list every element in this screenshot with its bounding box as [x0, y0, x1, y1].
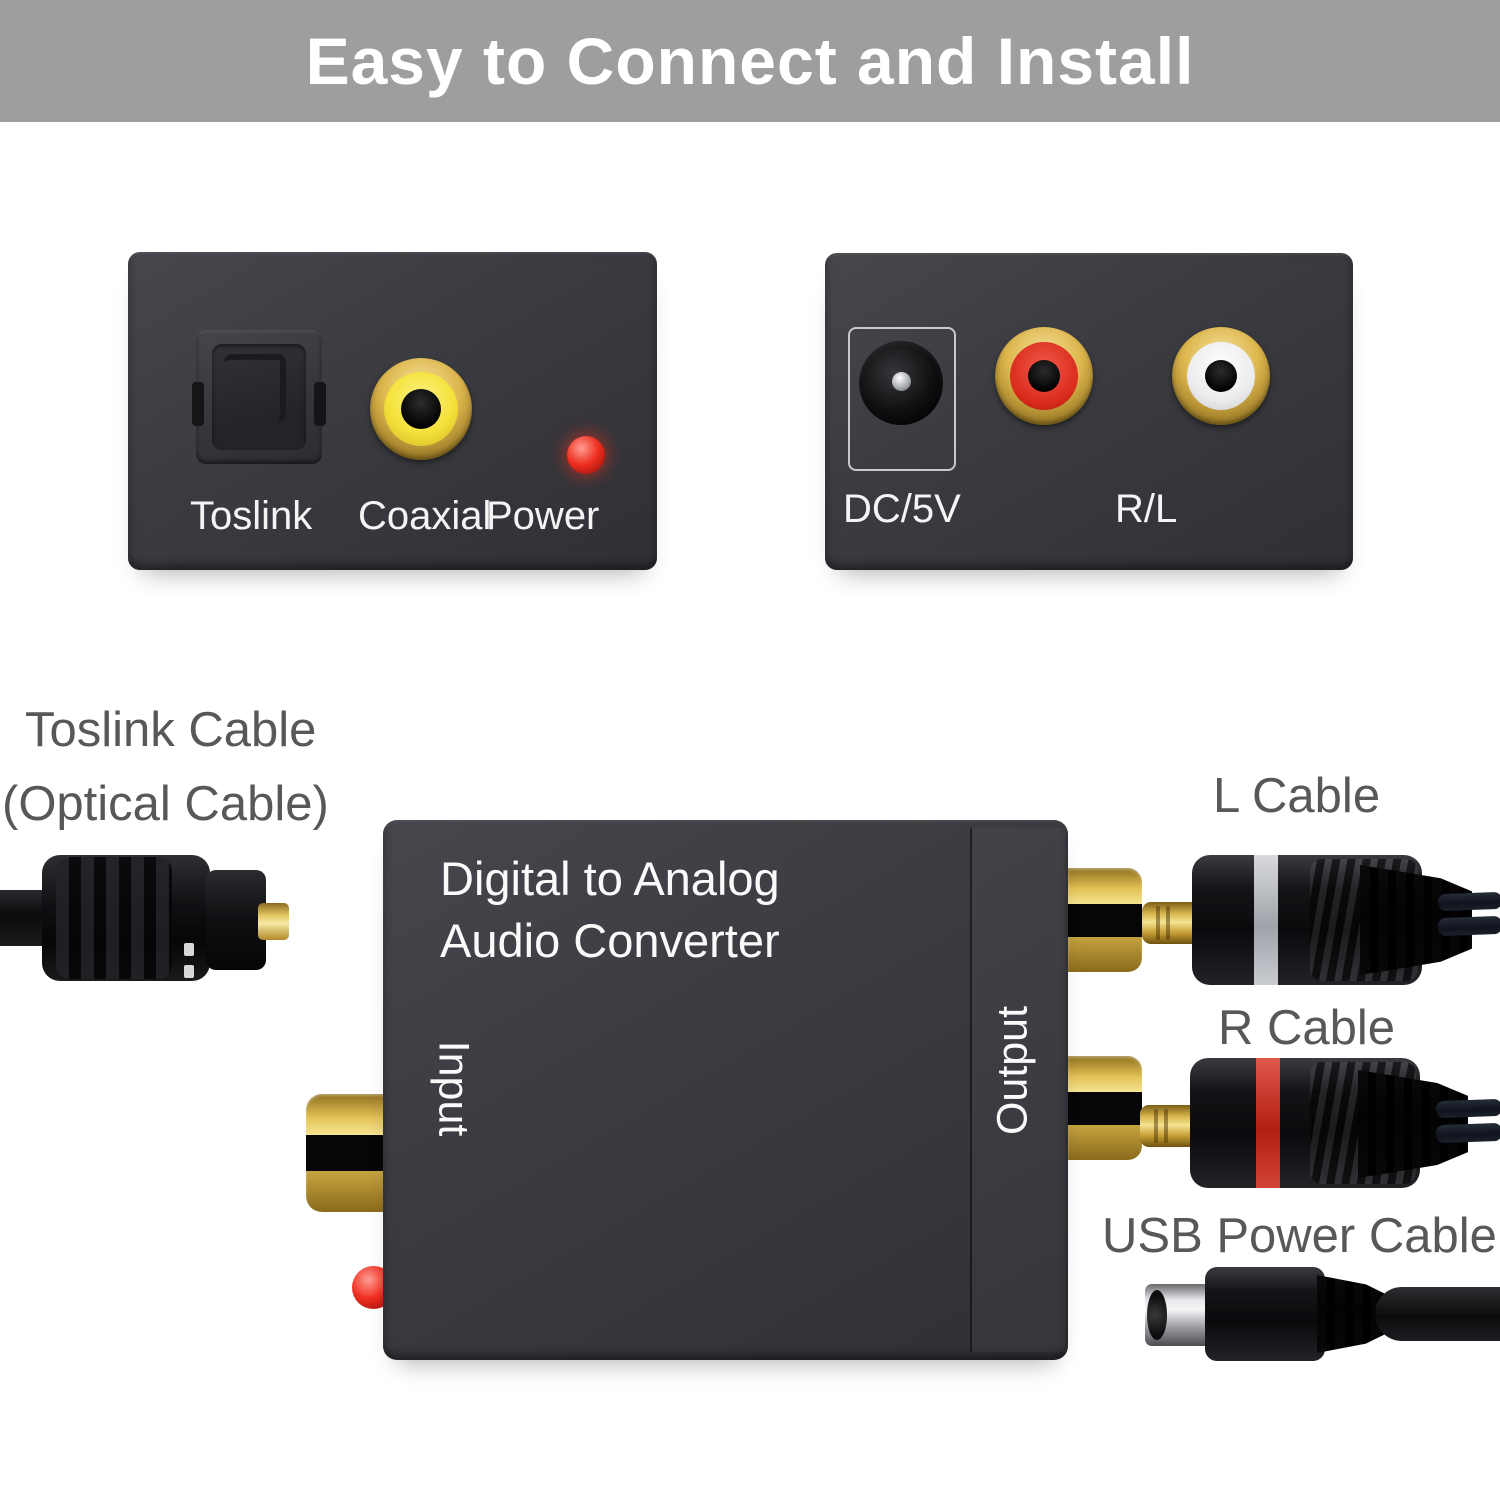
device-output-jack-left-channel	[1068, 868, 1142, 972]
dc5v-label: DC/5V	[843, 487, 961, 531]
r-cable-wire	[1435, 1098, 1500, 1119]
coaxial-jack-icon	[370, 358, 472, 460]
rca-white-jack-icon	[1172, 327, 1270, 425]
pin-ridge	[1154, 1109, 1158, 1143]
rca-white-hole	[1205, 360, 1237, 392]
pin-ridge	[1166, 906, 1170, 940]
l-cable-wire	[1437, 891, 1500, 912]
toslink-connector-dot	[184, 943, 194, 956]
toslink-shutter	[224, 354, 286, 422]
device-title-line1: Digital to Analog	[440, 852, 780, 905]
pin-ridge	[1164, 1109, 1168, 1143]
r-plug-red-band	[1256, 1058, 1280, 1188]
dc-plug-body	[1205, 1267, 1325, 1361]
dc-plug-barrel	[1145, 1284, 1213, 1346]
dc-jack-pin	[892, 372, 911, 391]
rca-red-jack-icon	[995, 327, 1093, 425]
power-label: Power	[486, 494, 600, 538]
pin-ridge	[1156, 906, 1160, 940]
jack-groove	[306, 1135, 386, 1171]
toslink-connector-body	[42, 855, 210, 981]
l-cable-connector	[1142, 855, 1500, 985]
r-cable-wire	[1435, 1122, 1500, 1144]
coaxial-label: Coaxial	[358, 494, 492, 538]
power-led-icon	[567, 436, 605, 474]
toslink-label: Toslink	[190, 494, 313, 538]
coaxial-hole	[401, 389, 441, 429]
jack-groove	[1068, 1092, 1142, 1125]
dc-plug-hole	[1147, 1290, 1167, 1340]
dc-jack-outline	[848, 327, 956, 471]
device-output-jack-right-channel	[1068, 1056, 1142, 1160]
usb-power-wire	[1375, 1287, 1500, 1341]
toslink-port-opening	[212, 344, 306, 450]
r-cable-connector	[1140, 1058, 1500, 1188]
device-input-label: Input	[429, 1040, 478, 1137]
l-plug-white-band	[1254, 855, 1278, 985]
device-title-line2: Audio Converter	[440, 914, 780, 967]
l-cable-wire	[1437, 915, 1500, 937]
rca-red-hole	[1028, 360, 1060, 392]
l-cable-label: L Cable	[1213, 769, 1381, 823]
usb-power-cable-label: USB Power Cable	[1102, 1209, 1497, 1263]
device-edge-line	[970, 828, 972, 1352]
toslink-cable-connector	[0, 850, 292, 985]
toslink-connector-gold-tip	[258, 903, 289, 940]
rl-label: R/L	[1115, 487, 1178, 531]
usb-power-cable-connector	[1145, 1267, 1500, 1362]
toslink-side-notch-left	[192, 382, 204, 426]
output-panel-photo: DC/5V R/L	[825, 253, 1353, 570]
input-panel-photo: Toslink Coaxial Power	[128, 252, 657, 570]
device-output-label: Output	[988, 1005, 1037, 1136]
converter-device-photo: Digital to Analog Audio Converter	[383, 820, 1068, 1360]
toslink-cable-label-line2: (Optical Cable)	[2, 777, 329, 831]
toslink-connector-ribs	[56, 857, 172, 979]
toslink-port-icon	[192, 330, 326, 464]
toslink-cable-label-line1: Toslink Cable	[25, 703, 317, 757]
device-input-coaxial-jack	[306, 1094, 386, 1212]
dc-jack-icon	[859, 341, 943, 425]
jack-groove	[1068, 904, 1142, 937]
r-cable-label: R Cable	[1218, 1001, 1396, 1055]
toslink-connector-dot	[184, 965, 194, 978]
title-banner: Easy to Connect and Install	[0, 0, 1500, 122]
device-title: Digital to Analog Audio Converter	[440, 848, 780, 972]
page-title: Easy to Connect and Install	[305, 24, 1195, 98]
toslink-side-notch-right	[314, 382, 326, 426]
toslink-connector-head	[206, 870, 266, 970]
